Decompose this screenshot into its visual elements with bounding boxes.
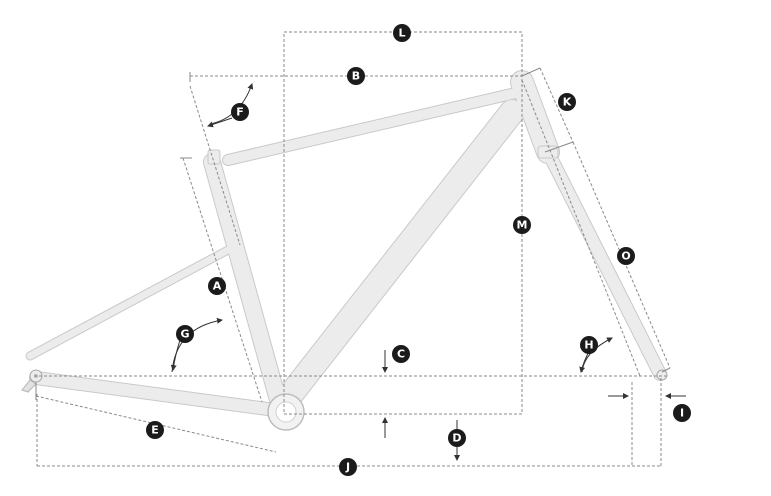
label-k: K [558, 93, 576, 111]
label-a-text: A [213, 280, 222, 293]
label-g: G [176, 325, 194, 343]
dimension-lines [34, 31, 671, 467]
label-h-text: H [584, 339, 593, 352]
label-j-text: J [345, 461, 350, 474]
label-m: M [513, 216, 531, 234]
seat-mast-tip [207, 149, 221, 165]
dim-e-line [35, 395, 277, 453]
label-o-text: O [621, 250, 630, 263]
label-e: E [146, 421, 164, 439]
label-f: F [231, 103, 249, 121]
label-a: A [208, 277, 226, 295]
label-k-text: K [563, 96, 572, 109]
label-i-text: I [680, 407, 684, 420]
fork-crown [537, 145, 559, 159]
label-d: D [448, 429, 466, 447]
label-b-text: B [352, 70, 360, 83]
label-e-text: E [151, 424, 159, 437]
label-b: B [347, 67, 365, 85]
label-l-text: L [398, 27, 405, 40]
label-c: C [392, 345, 410, 363]
label-o: O [617, 247, 635, 265]
dim-f-ref [189, 85, 241, 246]
label-g-text: G [180, 328, 189, 341]
derailleur-hanger [21, 379, 37, 393]
front-dropout [656, 369, 668, 381]
label-f-text: F [236, 106, 244, 119]
label-h: H [580, 336, 598, 354]
label-l: L [393, 24, 411, 42]
label-d-text: D [452, 432, 461, 445]
dim-a-line [182, 157, 263, 403]
label-c-text: C [397, 348, 405, 361]
dim-m-line [521, 79, 641, 377]
dim-k-line [539, 67, 574, 143]
label-j: J [339, 458, 357, 476]
bike-frame [21, 70, 668, 431]
label-m-text: M [517, 219, 528, 232]
label-i: I [673, 404, 691, 422]
